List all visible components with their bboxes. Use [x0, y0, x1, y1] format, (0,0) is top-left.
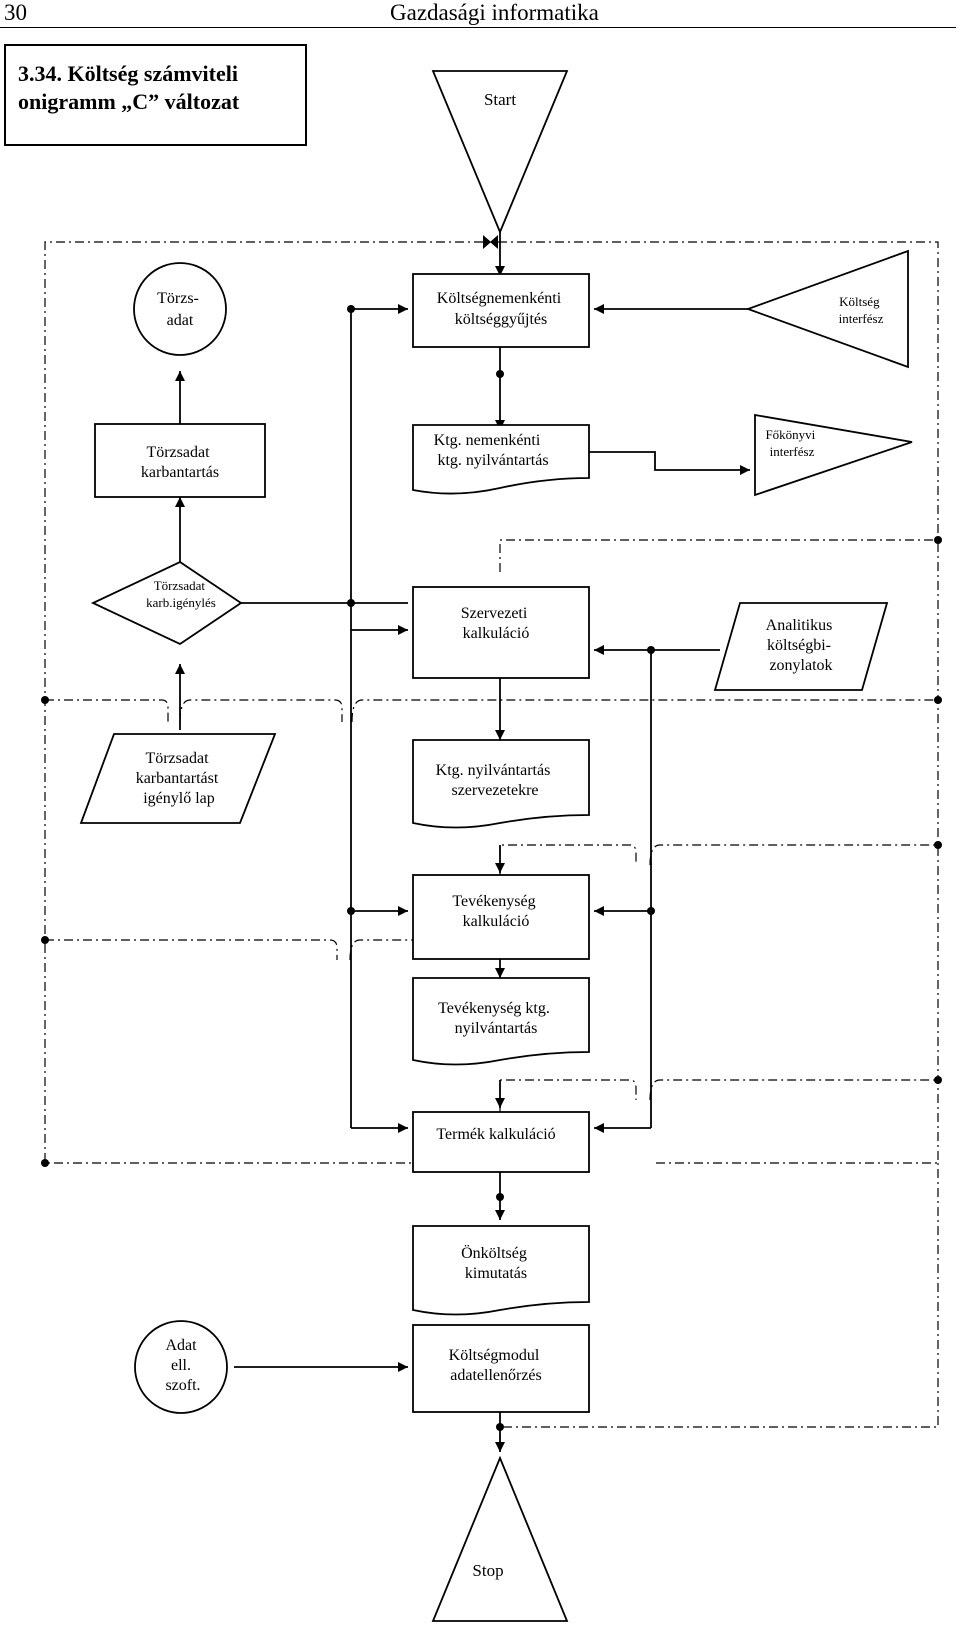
koltseg-interfesz-triangle [745, 249, 909, 369]
koltsegmodul-adatellenorzes-label: Költségmodul adatellenőrzés [449, 1347, 544, 1384]
bowtie-markers [483, 235, 498, 249]
adat-ell-szoft-label: Adat ell. szoft. [165, 1337, 200, 1394]
tevekenyseg-kalkulacio-label: Tevékenység kalkuláció [452, 893, 539, 930]
koltsegmodul-adatellenorzes-box [412, 1324, 590, 1413]
fokonyvi-interfesz-triangle [754, 413, 913, 497]
start-triangle [431, 70, 569, 235]
torzsadat-karb-igenyles-diamond [90, 560, 243, 646]
page-number: 30 [4, 0, 27, 25]
node-shapes [79, 70, 913, 1622]
koltsegnemenkenti-gyujtes-label: Költségnemenkénti költséggyűjtés [437, 290, 565, 328]
onkoltseg-kimutatas-label: Önköltség kimutatás [461, 1244, 531, 1282]
book-title: Gazdasági informatika [390, 0, 599, 25]
figure-title-line1: 3.34. Költség számviteli [18, 61, 238, 86]
onkoltseg-kimutatas-doc [412, 1225, 590, 1316]
stop-triangle [431, 1455, 569, 1622]
tevekenyseg-ktg-doc [412, 977, 590, 1066]
analitikus-bizonylatok-label: Analitikus költségbi- zonylatok [766, 617, 837, 674]
torzsadat-karbantartas-label: Törzsadat karbantartás [141, 444, 219, 481]
page-header: 30 Gazdasági informatika [0, 0, 960, 30]
torzsadat-karbantartas-box [94, 423, 266, 498]
tevekenyseg-ktg-label: Tevékenység ktg. nyilvántartás [438, 1000, 554, 1037]
fokonyvi-interfesz-label: Főkönyvi interfész [765, 427, 818, 459]
ktg-szervezetekre-label: Ktg. nyilvántartás szervezetekre [436, 762, 555, 799]
karbantartast-igenylo-lap-label: Törzsadat karbantartást igénylő lap [136, 750, 223, 807]
adat-ell-szoft-circle [134, 1320, 228, 1414]
termek-kalkulacio-box [412, 1111, 590, 1173]
torzsadat-karb-igenyles-label: Törzsadat karb.igénylés [146, 578, 216, 610]
start-label: Start [484, 90, 516, 109]
ktg-nemenkenti-label: Ktg. nemenkénti ktg. nyilvántartás [434, 432, 549, 469]
termek-kalkulacio-label: Termék kalkuláció [436, 1126, 555, 1143]
szervezeti-kalkulacio-label: Szervezeti kalkuláció [461, 605, 532, 642]
tevekenyseg-kalkulacio-box [412, 874, 590, 960]
karbantartast-igenylo-lap-parallelogram [79, 733, 277, 824]
figure-title-box: 3.34. Költség számviteli onigramm „C” vá… [4, 44, 307, 146]
ktg-nemenkenti-doc [412, 424, 590, 495]
analitikus-bizonylatok-parallelogram [713, 602, 889, 691]
koltseg-interfesz-label: Költség interfész [839, 294, 884, 326]
solid-flow-lines [175, 232, 750, 1452]
szervezeti-kalkulacio-box [412, 586, 590, 679]
torzsadat-circle [133, 262, 227, 356]
node-labels: Start Törzs- adat Költségnemenkénti költ… [136, 90, 884, 1580]
ktg-szervezetekre-doc [412, 739, 590, 829]
torzsadat-circle-label: Törzs- adat [157, 290, 203, 329]
stop-label: Stop [472, 1561, 503, 1580]
koltsegnemenkenti-gyujtes-box [412, 273, 590, 348]
header-rule [0, 27, 956, 28]
figure-title-line2: onigramm „C” változat [18, 89, 240, 114]
